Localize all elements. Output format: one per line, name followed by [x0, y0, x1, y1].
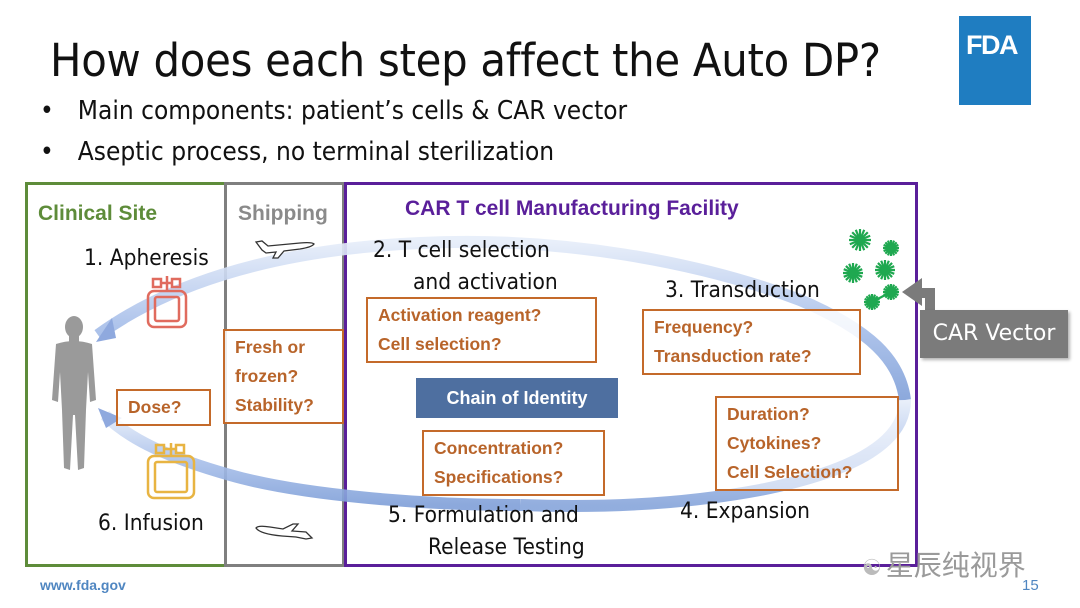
airplane-icon [255, 523, 314, 540]
car-vector-label: CAR Vector [920, 310, 1068, 358]
question-box-shipping: Fresh or frozen? Stability? [223, 329, 344, 424]
footer-url[interactable]: www.fda.gov [40, 577, 126, 593]
vector-entry-arrow-icon [902, 278, 935, 310]
question-text: Stability? [235, 395, 314, 415]
question-text: Activation reagent? [378, 305, 542, 325]
question-text: Frequency? [654, 317, 754, 337]
question-text: Cell Selection? [727, 462, 853, 482]
question-text: frozen? [235, 366, 299, 386]
question-text: Dose? [128, 397, 182, 417]
page-number: 15 [1022, 577, 1039, 594]
question-box-formulation: Concentration? Specifications? [422, 430, 605, 496]
infusion-bag-icon [146, 443, 196, 500]
step-expansion: 4. Expansion [680, 499, 810, 524]
arrow-head-icon [96, 318, 116, 342]
fda-logo: FDA [959, 16, 1031, 105]
step-tcell-selection: 2. T cell selection [373, 238, 550, 263]
question-box-dose: Dose? [116, 389, 211, 426]
question-text: Concentration? [434, 438, 564, 458]
question-text: Duration? [727, 404, 810, 424]
car-vector-particles-icon [843, 229, 899, 310]
shipping-title: Shipping [238, 202, 328, 225]
facility-title: CAR T cell Manufacturing Facility [405, 197, 739, 220]
chain-of-identity-box: Chain of Identity [416, 378, 618, 418]
step-tcell-activation: and activation [413, 270, 558, 295]
clinical-site-title: Clinical Site [38, 202, 158, 225]
vector-particle-icon [883, 284, 899, 300]
airplane-icon [254, 240, 315, 259]
question-text: Specifications? [434, 467, 564, 487]
step-formulation: 5. Formulation and [388, 503, 579, 528]
question-text: Fresh or [235, 337, 306, 357]
manufacturing-facility-panel [344, 182, 918, 567]
vector-particle-icon [849, 229, 871, 251]
watermark: ☯星辰纯视界 [862, 544, 1026, 584]
vector-particle-icon [883, 240, 899, 256]
bullet-item: • Aseptic process, no terminal sterilizat… [40, 137, 554, 167]
cycle-arrow-lower [100, 410, 521, 511]
bullet-text: Main components: patient’s cells & CAR v… [77, 96, 628, 126]
question-box-transduction: Frequency? Transduction rate? [642, 309, 861, 375]
arrow-head-icon [98, 408, 122, 428]
wechat-icon: ☯ [862, 556, 882, 581]
fda-logo-text: FDA [966, 30, 1019, 60]
watermark-text: 星辰纯视界 [885, 549, 1026, 582]
blood-bag-icon [146, 276, 188, 329]
step-apheresis: 1. Apheresis [84, 246, 209, 271]
patient-silhouette-icon [52, 316, 96, 470]
question-text: Cell selection? [378, 334, 502, 354]
step-transduction: 3. Transduction [665, 278, 820, 303]
vector-particle-icon [875, 260, 895, 280]
step-release-testing: Release Testing [428, 535, 585, 560]
bullet-text: Aseptic process, no terminal sterilizati… [77, 137, 555, 167]
bullet-item: • Main components: patient’s cells & CAR … [40, 96, 627, 126]
question-box-expansion: Duration? Cytokines? Cell Selection? [715, 396, 899, 491]
step-infusion: 6. Infusion [98, 511, 204, 536]
slide-title: How does each step affect the Auto DP? [50, 34, 881, 87]
question-text: Cytokines? [727, 433, 822, 453]
bullet-symbol: • [40, 96, 54, 126]
question-box-activation: Activation reagent? Cell selection? [366, 297, 597, 363]
question-text: Transduction rate? [654, 346, 812, 366]
vector-particle-icon [864, 294, 880, 310]
vector-particle-icon [843, 263, 863, 283]
bullet-symbol: • [40, 137, 54, 167]
